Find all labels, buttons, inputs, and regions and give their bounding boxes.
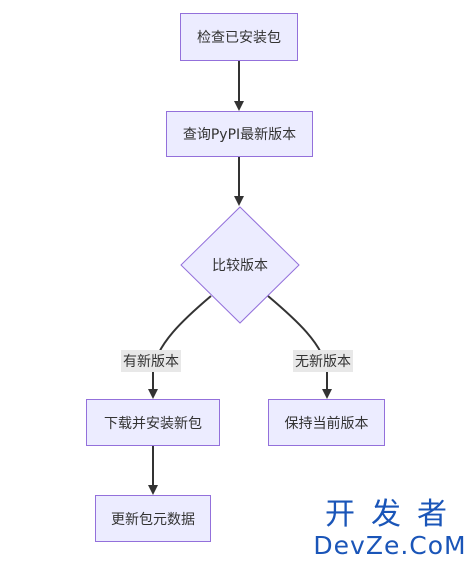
node-compare-version-label: 比较版本: [212, 258, 268, 274]
watermark-logo: 开发者 DevZe.CoM: [312, 498, 468, 560]
node-download-install: 下载并安装新包: [86, 399, 220, 446]
edge-label-has-new: 有新版本: [121, 350, 181, 372]
node-keep-current-label: 保持当前版本: [284, 415, 369, 432]
node-query-pypi-label: 查询PyPI最新版本: [182, 127, 297, 143]
node-check-installed: 检查已安装包: [180, 13, 298, 61]
node-keep-current: 保持当前版本: [268, 399, 385, 446]
node-check-installed-label: 检查已安装包: [197, 30, 281, 46]
watermark-top-text: 开发者: [325, 497, 463, 532]
decision-diamond-shape: [180, 206, 300, 324]
node-compare-version: 比较版本: [180, 206, 300, 324]
node-update-metadata-label: 更新包元数据: [111, 511, 195, 528]
node-query-pypi: 查询PyPI最新版本: [166, 111, 313, 157]
watermark-bottom-text: DevZe.CoM: [313, 531, 467, 560]
edge-label-no-new: 无新版本: [293, 350, 353, 372]
node-update-metadata: 更新包元数据: [95, 495, 211, 542]
node-download-install-label: 下载并安装新包: [104, 415, 202, 432]
